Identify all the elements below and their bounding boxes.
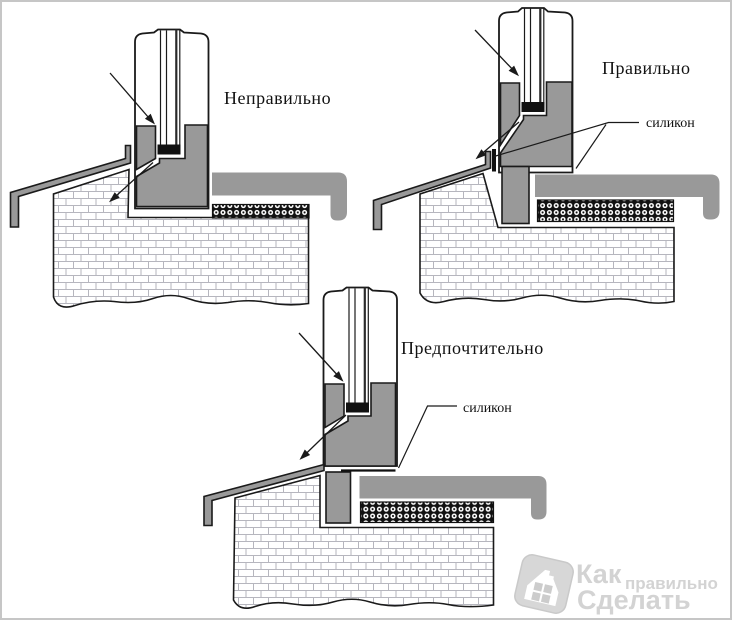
diagram-label: Неправильно: [224, 88, 331, 108]
silicone-pointer: [397, 405, 457, 469]
silicone-bead: [492, 149, 496, 172]
frame-profile-body: [135, 124, 209, 208]
watermark: Как правильно Сделать: [514, 554, 718, 615]
drip-edge: [9, 144, 132, 228]
diagram-label: Правильно: [602, 58, 690, 78]
window-sill: [212, 172, 347, 221]
window-sill: [535, 174, 720, 220]
glazing-unit: [348, 287, 369, 410]
water-path-arrow: [474, 29, 519, 77]
diagram-correct: Правильно силикон: [372, 7, 720, 304]
insulation-strip: [211, 203, 310, 219]
silicone-label: силикон: [646, 116, 695, 131]
drip-edge: [203, 463, 325, 527]
glazing-unit: [159, 29, 181, 152]
watermark-word-1: Как: [576, 559, 622, 589]
frame-leg: [501, 165, 530, 225]
glazing-spacer: [521, 102, 545, 112]
glazing-unit: [523, 8, 545, 110]
frame-profile-left: [324, 383, 345, 429]
drip-edge: [372, 150, 492, 231]
brick-wall: [52, 168, 310, 308]
house-window-icon: [514, 554, 574, 614]
water-path-arrow: [298, 332, 344, 382]
diagram-preferable: Предпочтительно силикон: [203, 286, 547, 609]
silicone-label: силикон: [463, 401, 512, 416]
watermark-word-3: Сделать: [577, 585, 691, 615]
frame-profile-left: [499, 82, 521, 148]
frame-profile-left: [135, 125, 157, 171]
insulation-strip: [536, 199, 675, 223]
watermark-word-2: правильно: [625, 574, 718, 593]
water-out-arrow: [475, 121, 520, 160]
silicone-pointer: [575, 124, 607, 169]
water-path-arrow: [109, 72, 155, 125]
brick-wall: [232, 474, 495, 609]
glazing-spacer: [346, 402, 369, 413]
diagram-incorrect: Неправильно: [9, 28, 347, 308]
diagram-label: Предпочтительно: [401, 338, 544, 358]
water-into-wall-arrow: [109, 162, 154, 203]
frame-profile-body: [499, 81, 573, 168]
brick-wall: [419, 172, 675, 304]
water-out-arrow: [299, 414, 347, 460]
glazing-spacer: [157, 144, 181, 155]
silicone-pointer: [493, 121, 639, 158]
insulation-strip: [359, 501, 495, 524]
window-sill: [359, 476, 547, 520]
frame-leg: [325, 471, 352, 524]
